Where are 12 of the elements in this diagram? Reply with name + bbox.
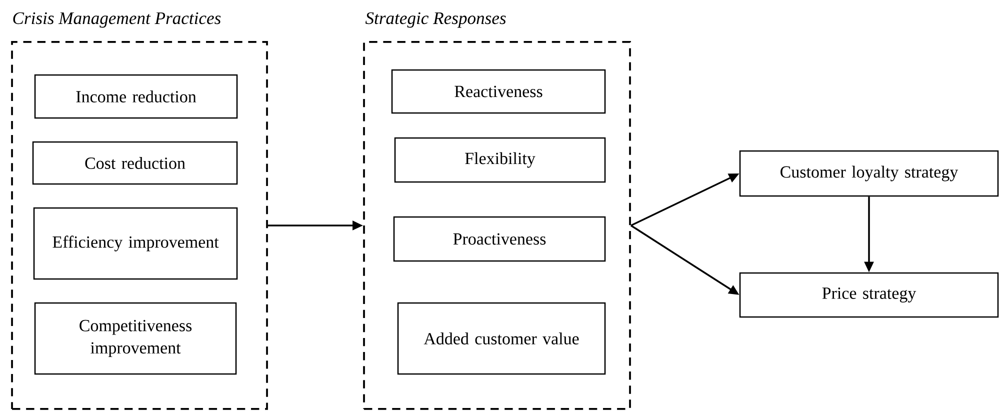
process-box: Added customer value [397, 302, 606, 375]
process-box: Flexibility [394, 137, 606, 183]
process-box: Reactiveness [391, 69, 606, 114]
group-heading: Crisis Management Practices [13, 12, 221, 28]
process-box: Proactiveness [393, 216, 606, 262]
process-box: Efficiency improvement [33, 207, 238, 280]
process-box: Price strategy [739, 272, 999, 318]
process-box: Cost reduction [32, 141, 238, 185]
process-box: Income reduction [34, 74, 238, 119]
process-box: Competitiveness improvement [34, 302, 237, 375]
process-box: Customer loyalty strategy [739, 150, 999, 197]
group-heading: Strategic Responses [365, 12, 506, 28]
